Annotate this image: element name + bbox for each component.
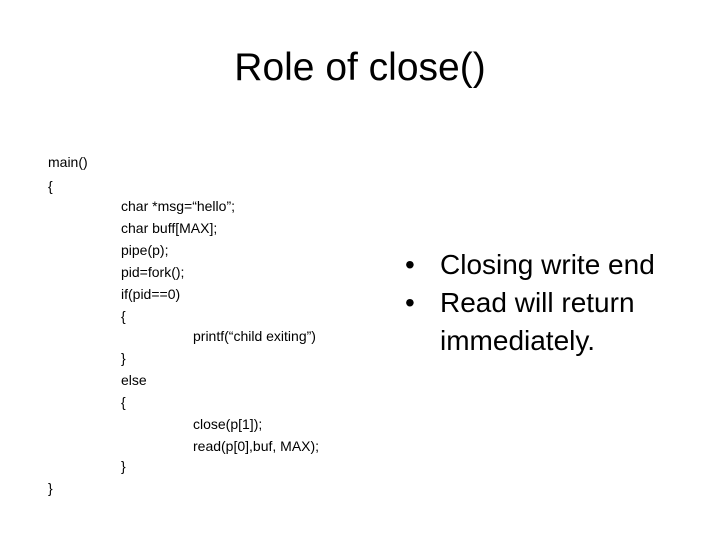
- code-line: }: [121, 458, 126, 474]
- code-line: if(pid==0): [121, 286, 181, 302]
- code-line: pid=fork();: [121, 264, 185, 280]
- code-line: close(p[1]);: [193, 416, 263, 432]
- code-line: }: [121, 350, 126, 366]
- bullet-text: Read will return immediately.: [440, 287, 635, 356]
- code-line: main(): [48, 154, 88, 170]
- bullet-dot-icon: •: [405, 249, 415, 280]
- code-line: else: [121, 372, 147, 388]
- slide-title: Role of close(): [234, 46, 486, 89]
- code-line: {: [121, 394, 126, 410]
- code-line: char buff[MAX];: [121, 220, 218, 236]
- code-line: printf(“child exiting”): [193, 328, 316, 344]
- code-line: }: [48, 480, 53, 496]
- bullet-list: • Closing write end • Read will return i…: [405, 246, 705, 360]
- bullet-item: • Closing write end: [405, 246, 705, 284]
- code-line: read(p[0],buf, MAX);: [193, 438, 320, 454]
- code-line: pipe(p);: [121, 242, 169, 258]
- code-line: {: [121, 308, 126, 324]
- code-line: {: [48, 178, 53, 194]
- bullet-text: Closing write end: [440, 249, 655, 280]
- code-line: char *msg=“hello”;: [121, 198, 235, 214]
- bullet-dot-icon: •: [405, 287, 415, 318]
- bullet-item: • Read will return immediately.: [405, 284, 705, 360]
